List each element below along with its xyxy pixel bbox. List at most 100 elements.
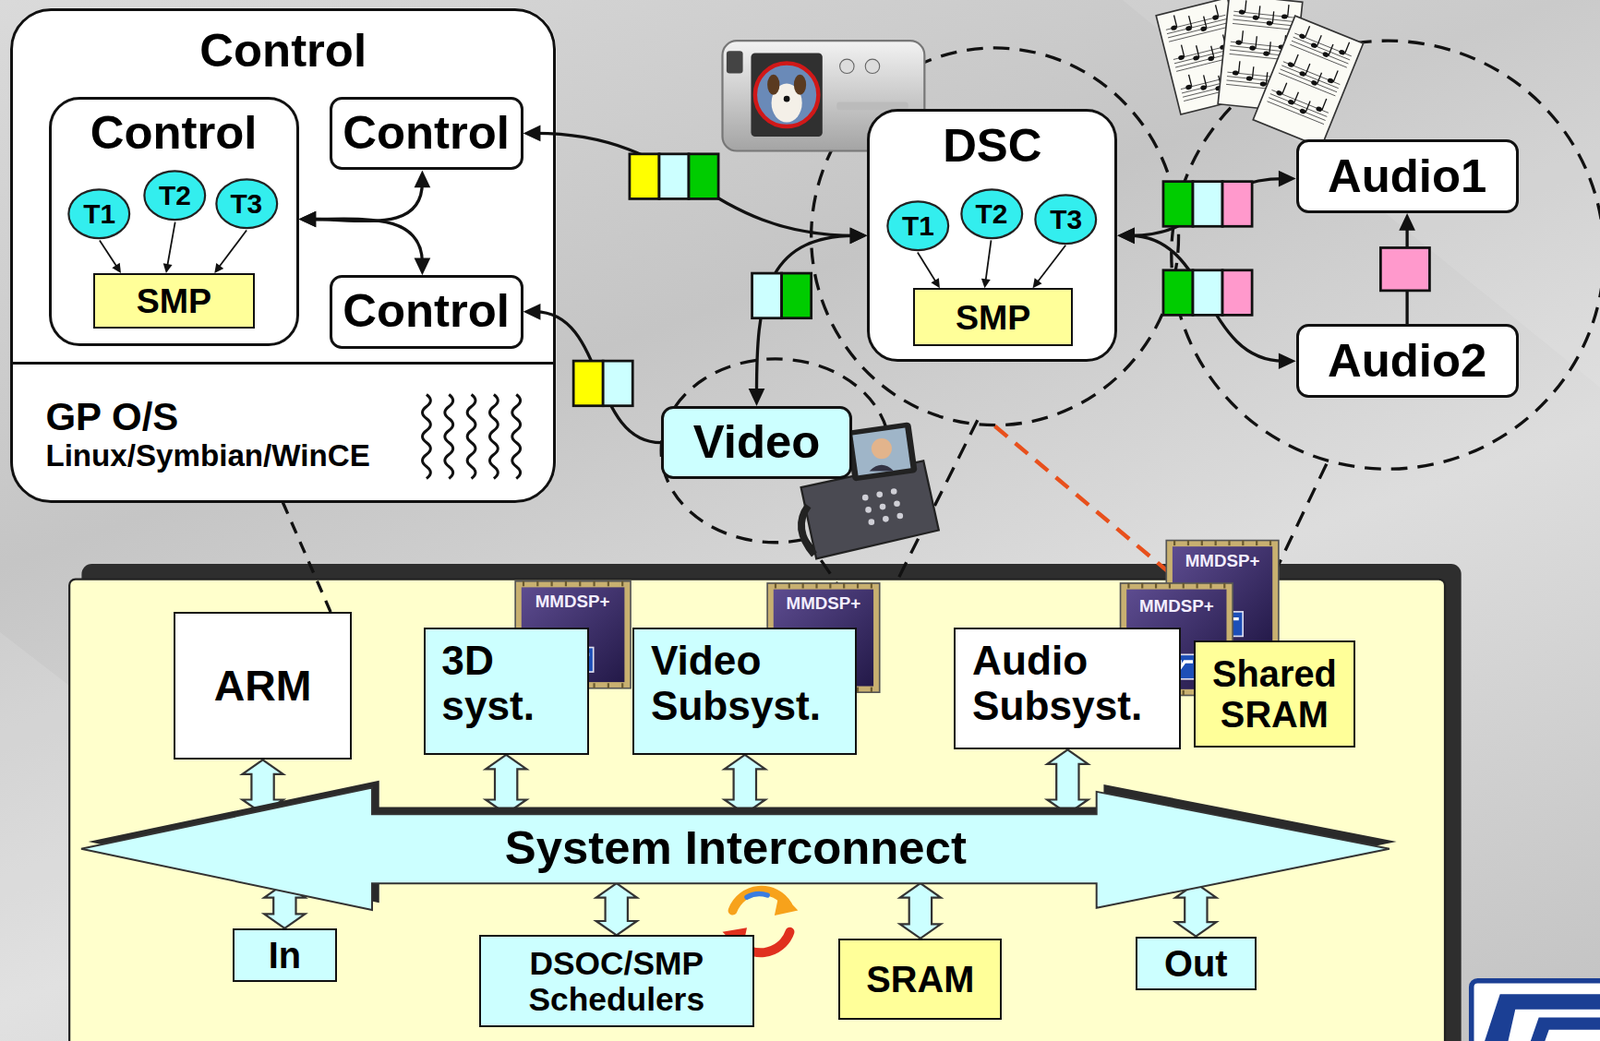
subsystem-box: 3D syst. <box>423 627 590 756</box>
task-ellipse <box>961 189 1023 239</box>
videophone-icon <box>871 438 892 459</box>
queue-slot <box>1192 181 1223 228</box>
connector <box>162 263 172 274</box>
music-sheet <box>1322 51 1330 59</box>
chip-label: MMDSP+ <box>1139 596 1215 616</box>
music-sheet <box>1281 13 1288 20</box>
videophone-icon <box>876 492 883 499</box>
dsp-chip <box>1201 541 1204 547</box>
dsp-chip <box>607 683 610 689</box>
control-box: Control <box>329 275 524 349</box>
music-sheet <box>1251 66 1253 79</box>
chip-label: MMDSP+ <box>535 592 611 613</box>
camera-icon <box>767 74 780 96</box>
io-box: Out <box>1135 937 1256 992</box>
bus-arrow <box>596 883 638 936</box>
music-sheet <box>1293 54 1299 66</box>
music-sheet <box>1287 4 1289 17</box>
queue-slot <box>629 154 660 200</box>
connector <box>1129 235 1284 361</box>
music-sheet <box>1291 40 1348 64</box>
connector <box>299 210 432 276</box>
videophone-icon <box>845 421 918 482</box>
videophone-icon <box>893 500 901 507</box>
videophone-icon <box>862 494 869 502</box>
music-sheet <box>1241 30 1243 43</box>
music-sheet <box>1293 92 1299 104</box>
dsp-chip <box>1209 583 1212 590</box>
music-sheet <box>1244 0 1246 13</box>
os-band: GP O/SLinux/Symbian/WinCE <box>10 361 556 504</box>
task-ellipse <box>216 179 277 229</box>
connector <box>1036 245 1066 284</box>
connector <box>1278 170 1297 188</box>
box-label: Video <box>693 416 820 470</box>
dashed-region <box>1275 464 1327 572</box>
smp-box: SMP <box>913 288 1074 347</box>
connector <box>748 227 868 406</box>
box-label: Control <box>90 107 258 160</box>
queue-slot <box>1163 270 1193 316</box>
bus-arrow <box>900 883 941 939</box>
interconnect-bus <box>81 787 1390 911</box>
camera-icon <box>783 96 791 103</box>
box-label: Out <box>1164 943 1228 986</box>
music-sheet <box>1272 11 1274 24</box>
music-sheet <box>1265 20 1273 26</box>
audio-box: Audio2 <box>1296 324 1519 398</box>
dsc-cluster: DSCT1T2T3SMP <box>866 108 1118 362</box>
memory-box: SRAM <box>838 938 1002 1021</box>
connector <box>99 240 118 268</box>
music-sheet <box>1322 98 1327 110</box>
dashed-region <box>811 48 1179 426</box>
bus-arrow <box>900 883 941 939</box>
bus-arrow <box>596 883 638 936</box>
music-sheet <box>1265 72 1267 85</box>
bus-arrow <box>724 755 766 815</box>
control-panel: ControlControlT1T2T3SMPControlControlGP … <box>10 8 556 504</box>
box-label: Control <box>342 107 510 160</box>
music-sheet <box>1299 108 1307 115</box>
connector <box>1278 352 1297 370</box>
st-logo <box>1484 994 1600 1041</box>
music-sheet <box>1249 45 1256 51</box>
queue-slot <box>1192 270 1223 316</box>
task-ellipse: T1 <box>67 187 132 241</box>
dsp-chip <box>621 581 624 588</box>
videophone-icon <box>862 488 903 526</box>
dsp-chip <box>1215 541 1217 547</box>
box-label: ARM <box>214 661 313 710</box>
music-sheet <box>1181 45 1185 58</box>
music-sheet <box>1282 83 1288 95</box>
connector <box>99 240 121 273</box>
connector <box>414 169 432 188</box>
dsp-chip <box>1127 583 1130 590</box>
queue-slot <box>1380 247 1430 290</box>
task-ellipse <box>144 170 206 220</box>
bus-arrow <box>1046 749 1088 815</box>
task-ellipse <box>1035 194 1097 244</box>
camera-icon <box>840 59 855 73</box>
bus-arrow <box>1046 749 1088 815</box>
control-panel-fill <box>10 8 556 504</box>
audio-box: Audio1 <box>1296 139 1519 214</box>
connector <box>414 257 432 276</box>
connector <box>850 227 868 244</box>
videophone-icon <box>868 518 876 526</box>
box-label: 3D syst. <box>441 637 554 730</box>
connector <box>535 132 856 236</box>
music-sheet <box>1305 63 1311 75</box>
camera-icon <box>726 50 744 73</box>
connector <box>1117 227 1135 244</box>
camera-icon <box>755 62 819 126</box>
dsp-chip <box>551 581 554 588</box>
video-box: Video <box>661 406 853 481</box>
videophone-icon <box>882 516 890 523</box>
music-sheet <box>1258 5 1260 18</box>
music-sheet <box>1203 16 1207 29</box>
connector <box>917 252 937 284</box>
dsp-chip <box>607 581 610 588</box>
task-ellipse: T3 <box>1034 192 1098 246</box>
box-label: T2 <box>975 198 1009 229</box>
